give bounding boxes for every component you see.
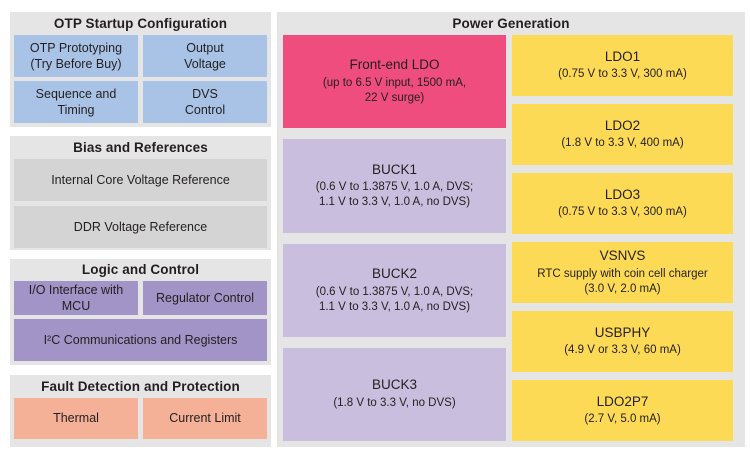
regulator-spec: (0.75 V to 3.3 V, 300 mA)	[558, 68, 687, 81]
block-ddr-voltage-reference: DDR Voltage Reference	[14, 206, 267, 248]
block-ldo2: LDO2 (1.8 V to 3.3 V, 400 mA)	[512, 104, 733, 165]
bias-row-2: DDR Voltage Reference	[10, 206, 271, 248]
block-otp-prototyping: OTP Prototyping (Try Before Buy)	[14, 35, 138, 77]
regulator-name: LDO2	[604, 117, 641, 133]
block-internal-core-voltage-reference: Internal Core Voltage Reference	[14, 159, 267, 201]
block-ldo3: LDO3 (0.75 V to 3.3 V, 300 mA)	[512, 173, 733, 234]
block-i2c-communications-and-registers: I²C Communications and Registers	[14, 319, 267, 361]
bias-row-1: Internal Core Voltage Reference	[10, 159, 271, 201]
regulator-spec: (4.9 V or 3.3 V, 60 mA)	[564, 344, 681, 357]
block-current-limit: Current Limit	[143, 398, 267, 439]
section-power-generation: Power Generation Front-end LDO (up to 6.…	[277, 12, 745, 447]
block-buck2: BUCK2 (0.6 V to 1.3875 V, 1.0 A, DVS; 1.…	[283, 243, 506, 337]
block-buck3: BUCK3 (1.8 V to 3.3 V, no DVS)	[283, 347, 506, 441]
regulator-name: Front-end LDO	[349, 57, 440, 73]
regulator-name: LDO3	[604, 186, 641, 202]
block-ldo2p7: LDO2P7 (2.7 V, 5.0 mA)	[512, 380, 733, 441]
regulator-spec: (1.8 V to 3.3 V, 400 mA)	[561, 137, 684, 150]
section-title-fault-detection: Fault Detection and Protection	[41, 379, 240, 394]
section-title-power-generation: Power Generation	[452, 16, 570, 31]
power-generation-left-column: Front-end LDO (up to 6.5 V input, 1500 m…	[283, 35, 506, 441]
section-title-otp-startup: OTP Startup Configuration	[53, 16, 228, 31]
logic-row-1: I/O Interface with MCU Regulator Control	[10, 281, 271, 315]
regulator-spec: (up to 6.5 V input, 1500 mA, 22 V surge)	[322, 77, 467, 105]
block-vsnvs: VSNVS RTC supply with coin cell charger …	[512, 242, 733, 303]
block-dvs-control: DVS Control	[143, 81, 267, 123]
section-bias-and-references: Bias and References Internal Core Voltag…	[10, 136, 271, 250]
regulator-name: VSNVS	[599, 248, 646, 264]
regulator-name: LDO1	[604, 48, 641, 64]
block-io-interface-with-mcu: I/O Interface with MCU	[14, 281, 138, 315]
logic-row-2: I²C Communications and Registers	[10, 319, 271, 361]
regulator-spec: (0.6 V to 1.3875 V, 1.0 A, DVS; 1.1 V to…	[315, 181, 474, 209]
section-otp-startup-configuration: OTP Startup Configuration OTP Prototypin…	[10, 12, 271, 127]
regulator-name: USBPHY	[594, 324, 651, 340]
regulator-name: BUCK1	[371, 161, 417, 177]
regulator-spec: (0.6 V to 1.3875 V, 1.0 A, DVS; 1.1 V to…	[315, 285, 474, 313]
regulator-spec: (2.7 V, 5.0 mA)	[584, 413, 661, 426]
otp-row-1: OTP Prototyping (Try Before Buy) Output …	[10, 35, 271, 77]
regulator-spec: (0.75 V to 3.3 V, 300 mA)	[558, 206, 687, 219]
regulator-spec: RTC supply with coin cell charger (3.0 V…	[537, 268, 708, 295]
regulator-spec: (1.8 V to 3.3 V, no DVS)	[333, 397, 456, 410]
section-fault-detection-and-protection: Fault Detection and Protection Thermal C…	[10, 375, 271, 447]
power-generation-right-column: LDO1 (0.75 V to 3.3 V, 300 mA) LDO2 (1.8…	[512, 35, 733, 441]
block-ldo1: LDO1 (0.75 V to 3.3 V, 300 mA)	[512, 35, 733, 96]
regulator-name: LDO2P7	[596, 393, 649, 409]
regulator-name: BUCK2	[371, 265, 417, 281]
block-sequence-and-timing: Sequence and Timing	[14, 81, 138, 123]
section-logic-and-control: Logic and Control I/O Interface with MCU…	[10, 259, 271, 365]
block-thermal: Thermal	[14, 398, 138, 439]
otp-row-2: Sequence and Timing DVS Control	[10, 81, 271, 123]
block-usbphy: USBPHY (4.9 V or 3.3 V, 60 mA)	[512, 311, 733, 372]
section-title-logic-control: Logic and Control	[81, 262, 200, 277]
block-front-end-ldo: Front-end LDO (up to 6.5 V input, 1500 m…	[283, 35, 506, 129]
block-output-voltage: Output Voltage	[143, 35, 267, 77]
block-buck1: BUCK1 (0.6 V to 1.3875 V, 1.0 A, DVS; 1.…	[283, 139, 506, 233]
section-title-bias-references: Bias and References	[73, 140, 208, 155]
fault-row-1: Thermal Current Limit	[10, 398, 271, 439]
block-regulator-control: Regulator Control	[143, 281, 267, 315]
regulator-name: BUCK3	[371, 377, 417, 393]
